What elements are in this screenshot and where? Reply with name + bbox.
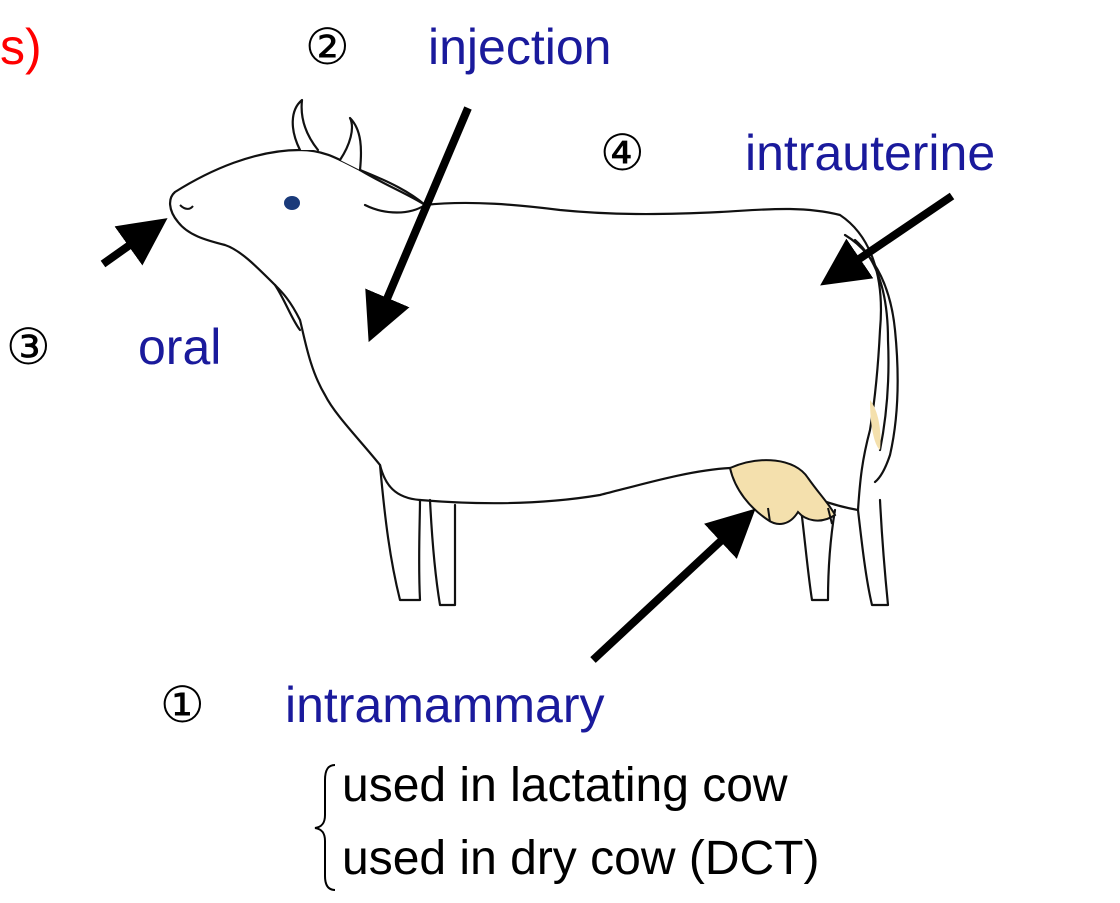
arrow-intramammary — [593, 525, 738, 660]
cow-left-horn — [293, 100, 318, 150]
tail-shade — [870, 400, 881, 450]
cow-body-outline — [170, 150, 881, 510]
cow-hind-leg-2 — [858, 500, 888, 605]
arrow-oral — [103, 232, 148, 264]
cow-ear — [360, 170, 425, 213]
sub-items-brace — [315, 765, 335, 890]
cow-eye — [284, 196, 300, 210]
cow-illustration — [170, 100, 898, 605]
cow-front-leg-2 — [430, 500, 455, 605]
